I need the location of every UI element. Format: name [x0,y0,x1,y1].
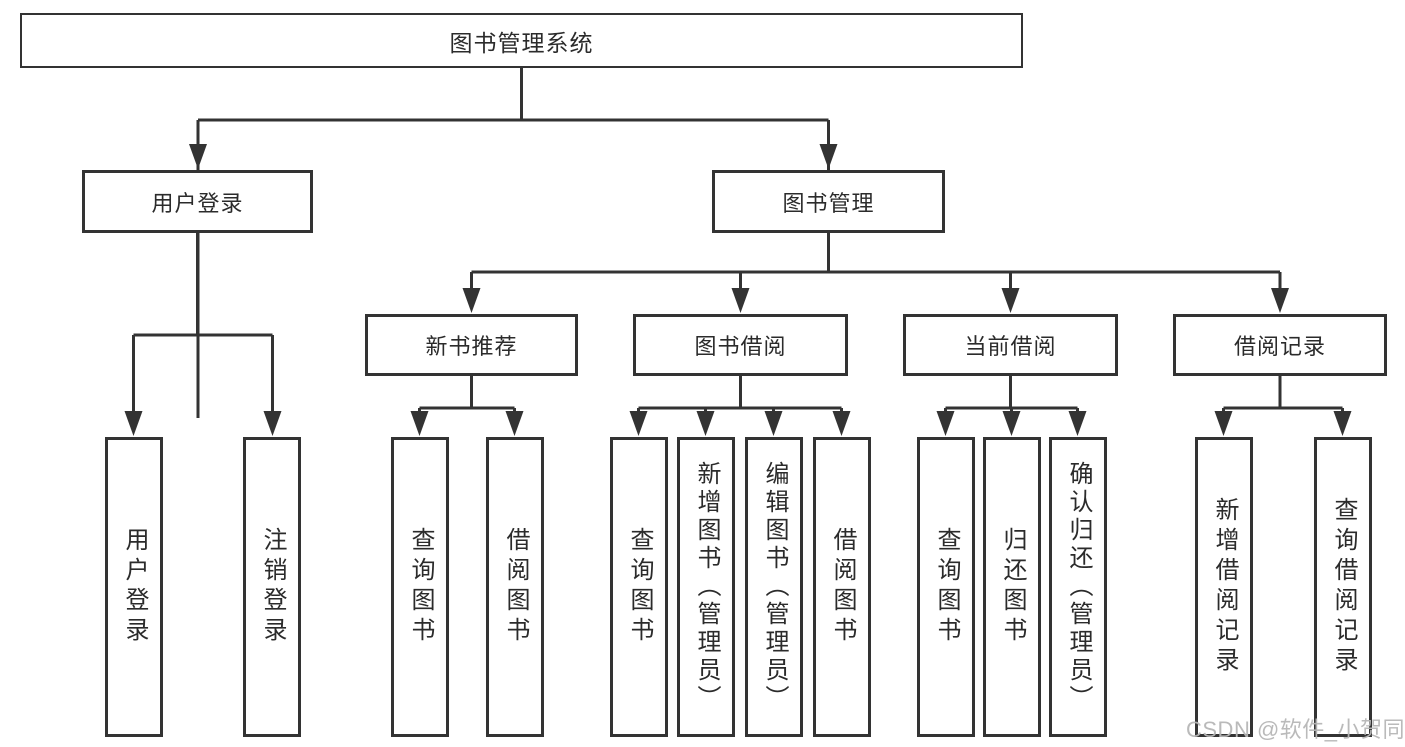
leaf-return-books: 归还图书 [983,437,1041,737]
arrow-book-management [819,144,838,169]
leaf-query-books-current: 查询图书 [917,437,975,737]
node-borrowing-records: 借阅记录 [1173,314,1387,376]
leaf-confirm-return-admin: 确认归还（管理员） [1049,437,1107,737]
node-user-login: 用户登录 [82,170,313,233]
arrow-leaf-query-books-recommend [410,411,429,436]
arrow-leaf-borrow-books-recommend [505,411,524,436]
node-book-management: 图书管理 [712,170,945,233]
arrow-book-borrowing [731,288,750,313]
leaf-logout: 注销登录 [243,437,301,737]
leaf-borrow-books-recommend: 借阅图书 [486,437,544,737]
arrow-leaf-query-books-borrow [629,411,648,436]
arrow-leaf-borrow-books [832,411,851,436]
connector-new-book-recommendation [418,376,516,418]
arrow-leaf-add-book-admin [696,411,715,436]
node-library-management-system: 图书管理系统 [20,13,1023,68]
node-book-borrowing: 图书借阅 [633,314,848,376]
arrow-leaf-edit-book-admin [764,411,783,436]
arrow-leaf-logout [263,411,282,436]
connector-root [196,68,830,418]
arrow-user-login [189,144,207,169]
leaf-borrow-books: 借阅图书 [813,437,871,737]
connector-user-login [132,233,274,418]
arrow-leaf-user-login [124,411,143,436]
leaf-query-borrow-record: 查询借阅记录 [1314,437,1372,737]
leaf-add-borrow-record: 新增借阅记录 [1195,437,1253,737]
connector-book-borrowing [637,376,843,418]
csdn-watermark: CSDN @软件_小贺同学 [1186,717,1405,742]
connector-book-management [470,233,1282,295]
leaf-edit-book-admin: 编辑图书（管理员） [745,437,803,737]
connector-borrowing-records [1222,376,1344,418]
leaf-query-books-borrow: 查询图书 [610,437,668,737]
arrow-borrowing-records [1271,288,1289,313]
arrow-leaf-return-books [1002,411,1021,436]
leaf-user-login: 用户登录 [105,437,163,737]
arrow-leaf-query-borrow-record [1333,411,1352,436]
node-current-borrowing: 当前借阅 [903,314,1118,376]
arrow-new-book-recommendation [462,288,481,313]
connector-stems [132,68,1344,418]
arrow-leaf-add-borrow-record [1214,411,1233,436]
leaf-query-books-recommend: 查询图书 [391,437,449,737]
arrow-leaf-confirm-return-admin [1068,411,1087,436]
arrow-current-borrowing [1001,288,1020,313]
node-new-book-recommendation: 新书推荐 [365,314,578,376]
arrow-leaf-query-books-current [936,411,955,436]
connector-arrowheads [124,144,1352,436]
leaf-add-book-admin: 新增图书（管理员） [677,437,735,737]
